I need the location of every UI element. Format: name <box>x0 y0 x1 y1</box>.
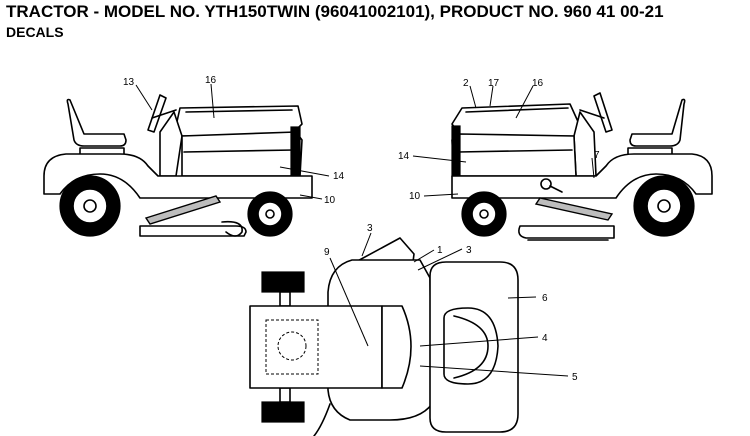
callout-5-top: 5 <box>572 372 578 383</box>
tractor-left-side-view <box>43 94 313 237</box>
callout-16-left: 16 <box>205 75 217 86</box>
callout-16-right: 16 <box>532 78 544 89</box>
callout-3-top-b: 3 <box>466 245 472 256</box>
callout-6-top: 6 <box>542 293 548 304</box>
callout-17-right: 17 <box>488 78 500 89</box>
callout-3-top-a: 3 <box>367 223 373 234</box>
callout-10-left: 10 <box>324 195 336 206</box>
callout-leaders <box>135 83 595 377</box>
callout-14-right: 14 <box>398 151 410 162</box>
callout-10-right: 10 <box>409 191 421 202</box>
callout-labels: 13 16 14 10 2 17 16 14 7 10 3 1 3 9 6 4 … <box>123 75 600 383</box>
callout-14-left: 14 <box>333 171 345 182</box>
callout-2-right: 2 <box>463 78 469 89</box>
callout-9-top: 9 <box>324 247 330 258</box>
callout-4-top: 4 <box>542 333 548 344</box>
diagram-subtitle: DECALS <box>6 24 64 40</box>
callout-1-top: 1 <box>437 245 443 256</box>
diagram-title: TRACTOR - MODEL NO. YTH150TWIN (96041002… <box>6 2 664 21</box>
callout-7-right: 7 <box>594 150 600 161</box>
callout-13-left: 13 <box>123 77 135 88</box>
tractor-top-view <box>249 237 519 436</box>
tractor-right-side-view <box>451 92 713 241</box>
